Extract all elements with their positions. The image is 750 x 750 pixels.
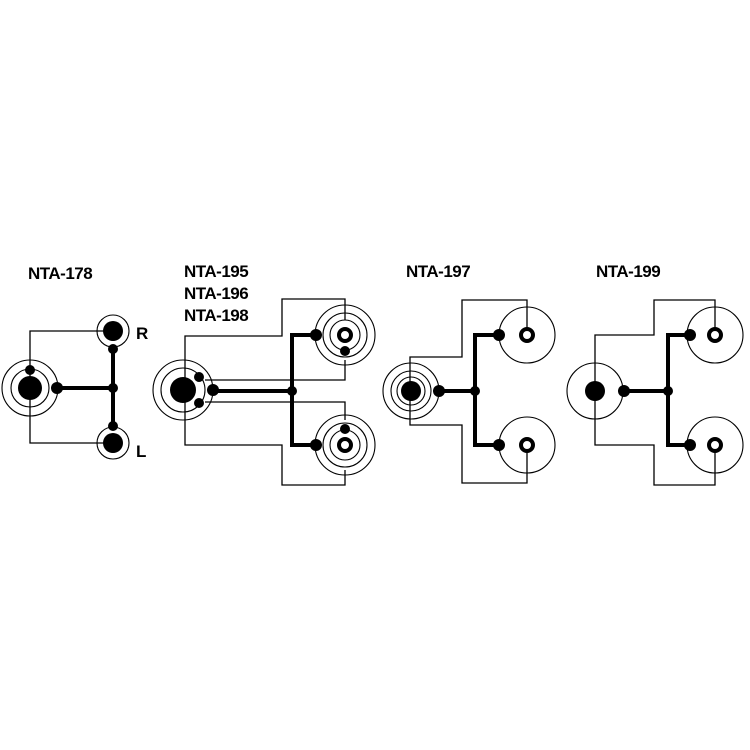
channel-label-right: R [136,324,148,343]
stereo-jack-connector [1,359,63,417]
diagram-nta-178: NTA-178 R L [1,264,148,461]
model-label: NTA-195 [184,262,248,281]
diagram-nta-199: NTA-199 [566,262,744,486]
shield-wire [594,299,716,486]
model-label: NTA-178 [28,264,92,283]
model-label: NTA-197 [406,262,470,281]
signal-wire [57,349,115,428]
shield-wire [184,298,346,486]
signal-wire [213,333,315,447]
diagram-nta-197: NTA-197 [382,262,556,484]
stereo-jack-connector [152,359,219,421]
mono-jack-connector [566,362,630,420]
signal-wire [624,333,690,447]
signal-wire [439,333,498,447]
model-label: NTA-198 [184,306,248,325]
rca-connector-bottom [314,414,376,476]
model-label: NTA-199 [596,262,660,281]
diagram-nta-195-196-198: NTA-195 NTA-196 NTA-198 [152,262,376,486]
channel-label-left: L [136,442,146,461]
model-label: NTA-196 [184,284,248,303]
stereo-jack-connector [382,362,445,420]
